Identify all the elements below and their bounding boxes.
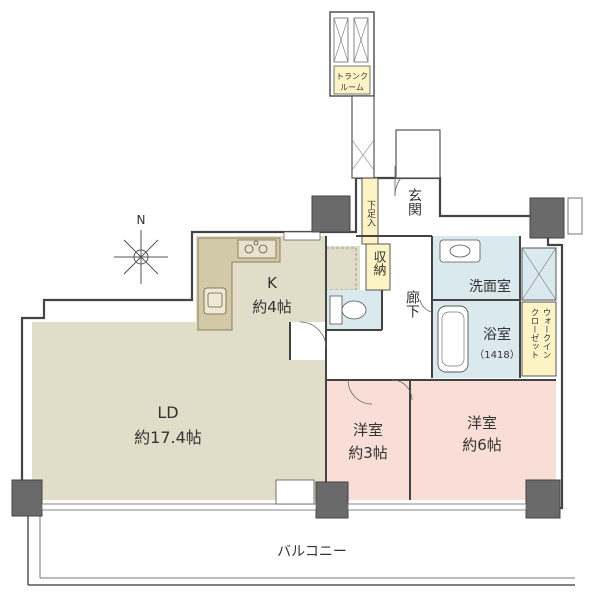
bathroom-note: （1418） (474, 349, 519, 361)
washbasin-icon (439, 239, 481, 263)
ld-floor (32, 322, 326, 500)
bathroom-name: 浴室 (483, 326, 511, 343)
washroom-name: 洗面室 (469, 278, 511, 295)
aircon-unit (275, 479, 315, 505)
balcony-name: バルコニー (277, 544, 347, 560)
trunk-room-tower (329, 11, 375, 179)
stove-icon (237, 239, 277, 259)
walk-in-closet-line1: ウォークイン (541, 308, 551, 359)
window-strip (41, 503, 527, 511)
storage-closet (365, 243, 391, 291)
western-room-small-floor (326, 380, 410, 500)
western-room-large-size: 約6帖 (462, 436, 502, 454)
entrance-door (395, 129, 441, 179)
toilet-icon (329, 295, 367, 325)
exterior-unit (567, 197, 583, 235)
trunk-room-line2: ルーム (340, 83, 364, 92)
kitchen-name: K (267, 274, 278, 292)
pillar (529, 197, 565, 239)
ld-name: LD (157, 403, 178, 422)
western-room-small-size: 約3帖 (348, 444, 388, 462)
inner-walls (289, 235, 556, 500)
walk-in-closet-line2: クローゼット (529, 308, 539, 359)
shoe-storage-name: 下足入 (365, 200, 376, 227)
balcony (27, 512, 575, 586)
bathtub-icon (437, 305, 469, 373)
kitchen-window (283, 231, 321, 241)
storage-name: 収納 (371, 250, 387, 277)
trunk-room-line1: トランク (336, 72, 368, 81)
western-room-small-name: 洋室 (353, 421, 383, 439)
ld-size: 約17.4帖 (134, 428, 202, 447)
pillar (311, 195, 351, 233)
pillar (315, 481, 349, 519)
kitchen-size: 約4帖 (252, 298, 292, 316)
corridor-name: 廊下 (404, 289, 420, 318)
compass-icon (114, 230, 168, 284)
compass-north-label: N (137, 213, 146, 227)
western-room-large-name: 洋室 (467, 414, 497, 432)
kitchen-connector (326, 246, 360, 290)
entrance-name: 玄関 (406, 187, 422, 217)
western-room-large-floor (410, 380, 556, 500)
walk-in-closet-floor (521, 301, 557, 377)
pillar (525, 479, 561, 519)
sink-icon (203, 287, 227, 315)
pillar (11, 479, 43, 517)
